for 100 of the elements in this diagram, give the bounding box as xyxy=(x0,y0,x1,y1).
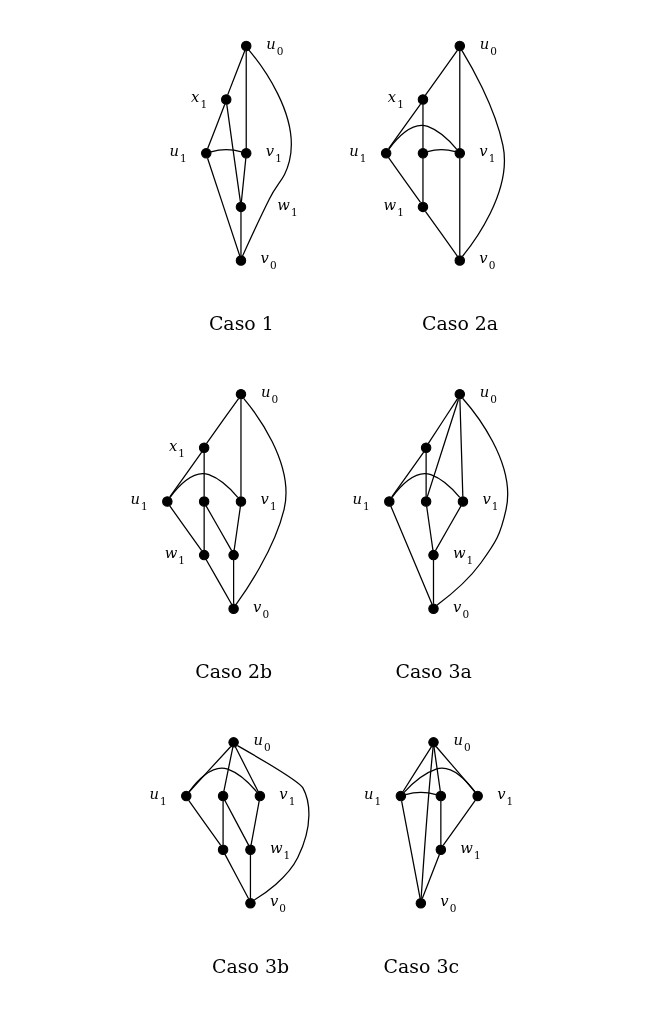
connector xyxy=(241,49,292,257)
node-label: v$_{0}$ xyxy=(452,597,470,620)
node-circle xyxy=(428,603,439,614)
connector xyxy=(249,853,252,899)
node-circle xyxy=(254,790,266,802)
connector xyxy=(422,103,424,149)
connector xyxy=(203,451,205,498)
node-circle xyxy=(235,388,247,400)
node-label: x$_{1}$ xyxy=(168,436,186,459)
connector xyxy=(427,397,459,444)
node-label: w$_{1}$ xyxy=(164,543,186,566)
connector xyxy=(236,745,310,901)
connector xyxy=(206,157,241,257)
node-label: v$_{1}$ xyxy=(279,784,296,807)
node-circle xyxy=(198,549,210,561)
node-circle xyxy=(435,844,447,855)
node-circle xyxy=(384,496,395,507)
connector xyxy=(421,853,441,900)
connector xyxy=(391,473,461,498)
connector xyxy=(250,800,260,846)
node-circle xyxy=(228,603,239,614)
connector xyxy=(203,505,205,551)
label: Caso 2a xyxy=(421,311,499,334)
label: Caso 2b xyxy=(195,660,273,683)
node-circle xyxy=(454,147,466,159)
node-label: v$_{1}$ xyxy=(482,490,499,513)
node-label: x$_{1}$ xyxy=(387,88,404,111)
connector xyxy=(433,746,441,792)
connector xyxy=(169,505,203,552)
connector xyxy=(226,103,242,203)
node-circle xyxy=(221,94,232,105)
connector xyxy=(234,746,259,793)
node-circle xyxy=(457,496,469,507)
connector xyxy=(222,800,224,846)
node-label: w$_{1}$ xyxy=(269,838,291,861)
connector xyxy=(224,853,250,900)
connector xyxy=(434,505,462,552)
node-circle xyxy=(228,737,239,748)
node-label: v$_{1}$ xyxy=(260,490,277,513)
node-circle xyxy=(201,147,212,159)
node-circle xyxy=(198,442,210,454)
node-label: v$_{0}$ xyxy=(479,249,496,272)
connector xyxy=(401,800,421,899)
node-circle xyxy=(454,388,466,400)
node-label: u$_{1}$ xyxy=(352,490,370,513)
connector xyxy=(420,746,434,899)
connector xyxy=(426,505,434,551)
connector xyxy=(424,210,458,257)
node-circle xyxy=(240,40,252,52)
connector xyxy=(188,767,258,793)
connector xyxy=(245,50,247,149)
node-circle xyxy=(417,94,429,105)
connector xyxy=(391,451,425,498)
node-circle xyxy=(472,790,483,802)
connector xyxy=(205,558,233,605)
connector xyxy=(240,398,242,498)
connector xyxy=(387,157,422,203)
connector xyxy=(422,157,424,203)
node-label: v$_{1}$ xyxy=(497,784,514,807)
node-circle xyxy=(417,147,429,159)
node-label: u$_{0}$ xyxy=(260,382,279,405)
node-circle xyxy=(235,201,247,213)
node-label: u$_{1}$ xyxy=(130,490,148,513)
node-circle xyxy=(181,790,192,802)
connector xyxy=(440,800,442,846)
node-circle xyxy=(162,496,173,507)
node-label: u$_{1}$ xyxy=(364,784,382,807)
connector xyxy=(404,791,437,796)
label: Caso 1 xyxy=(208,311,274,334)
node-circle xyxy=(217,844,229,855)
connector xyxy=(459,50,461,149)
connector xyxy=(426,149,456,153)
connector xyxy=(403,767,476,793)
node-circle xyxy=(395,790,407,802)
connector xyxy=(459,157,461,257)
node-label: v$_{1}$ xyxy=(479,142,496,165)
connector xyxy=(223,746,234,792)
connector xyxy=(233,505,242,551)
node-circle xyxy=(235,255,247,266)
node-label: u$_{1}$ xyxy=(169,142,187,165)
connector xyxy=(205,505,233,552)
label: Caso 3b xyxy=(212,954,290,977)
connector xyxy=(227,50,246,96)
connector xyxy=(459,398,464,498)
connector xyxy=(224,799,250,846)
connector xyxy=(461,49,505,258)
node-label: x$_{1}$ xyxy=(191,88,208,111)
connector xyxy=(436,397,509,606)
connector xyxy=(390,505,433,605)
label: Caso 3c xyxy=(383,954,460,977)
connector xyxy=(442,799,476,846)
node-circle xyxy=(228,549,239,561)
node-label: v$_{0}$ xyxy=(440,892,457,915)
node-circle xyxy=(454,40,466,52)
connector xyxy=(169,451,203,498)
node-circle xyxy=(435,790,447,802)
node-circle xyxy=(420,496,432,507)
node-label: v$_{1}$ xyxy=(265,142,282,165)
connector xyxy=(402,746,432,793)
node-label: u$_{0}$ xyxy=(266,34,284,57)
